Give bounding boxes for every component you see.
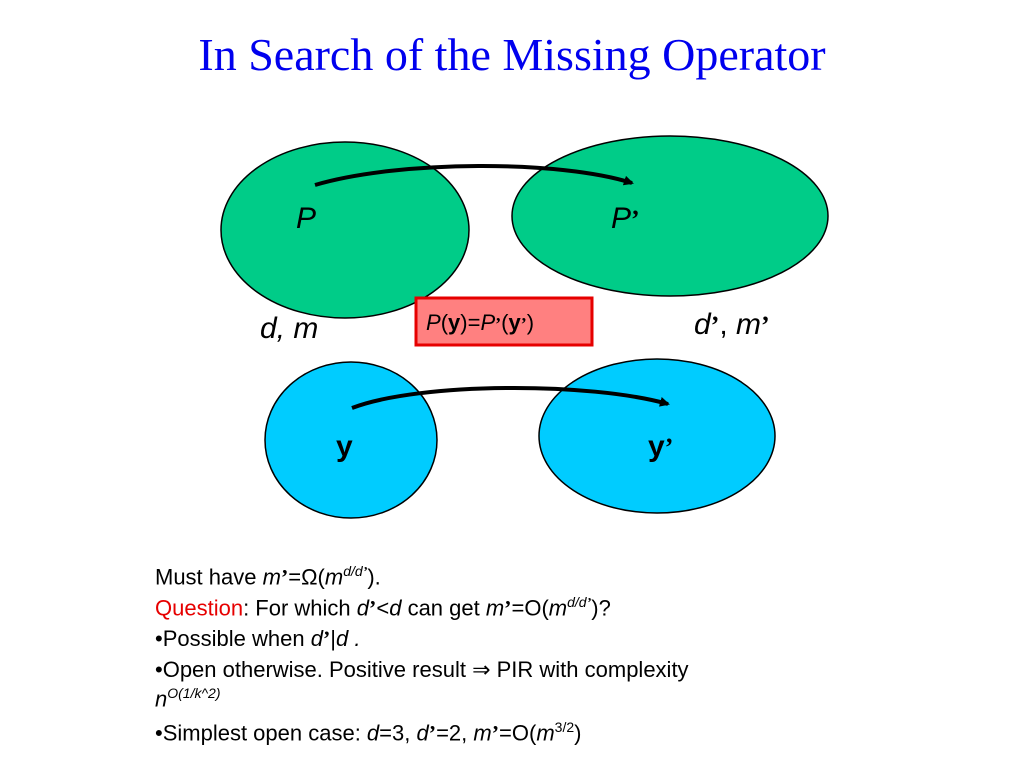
label-y: y bbox=[336, 430, 353, 463]
notes-block: Must have m’=Ω(md/d’). Question: For whi… bbox=[155, 562, 975, 749]
ellipse-y-left bbox=[264, 361, 438, 519]
label-p-prime: P’ bbox=[611, 202, 640, 235]
params-d-m: d, m bbox=[260, 312, 318, 345]
ellipse-p-left bbox=[220, 141, 470, 319]
ellipse-p-right bbox=[511, 135, 829, 297]
arrow-y-to-y-prime bbox=[351, 386, 670, 410]
label-y-prime: y’ bbox=[648, 430, 673, 463]
note-question: Question: For which d’<d can get m’=O(md… bbox=[155, 594, 611, 621]
equation-box bbox=[414, 296, 594, 347]
slide-title: In Search of the Missing Operator bbox=[198, 29, 826, 80]
label-p: P bbox=[296, 202, 316, 235]
arrow-p-to-p-prime bbox=[314, 164, 634, 187]
mapping-diagram: P P’ d, m d’, m’ P(y)=P’(y’) y y’ bbox=[220, 135, 829, 519]
note-must-have: Must have m’=Ω(md/d’). bbox=[155, 563, 381, 590]
note-possible: •Possible when d’|d . bbox=[155, 626, 361, 652]
note-complexity: nO(1/k^2) bbox=[155, 684, 221, 712]
equation-text: P(y)=P’(y’) bbox=[426, 310, 534, 335]
question-label: Question bbox=[155, 595, 244, 621]
params-d-prime-m-prime: d’, m’ bbox=[694, 308, 770, 341]
note-open-otherwise: •Open otherwise. Positive result ⇒ PIR w… bbox=[155, 657, 689, 683]
ellipse-y-right bbox=[538, 358, 776, 514]
note-simplest-case: •Simplest open case: d=3, d’=2, m’=O(m3/… bbox=[155, 719, 582, 746]
